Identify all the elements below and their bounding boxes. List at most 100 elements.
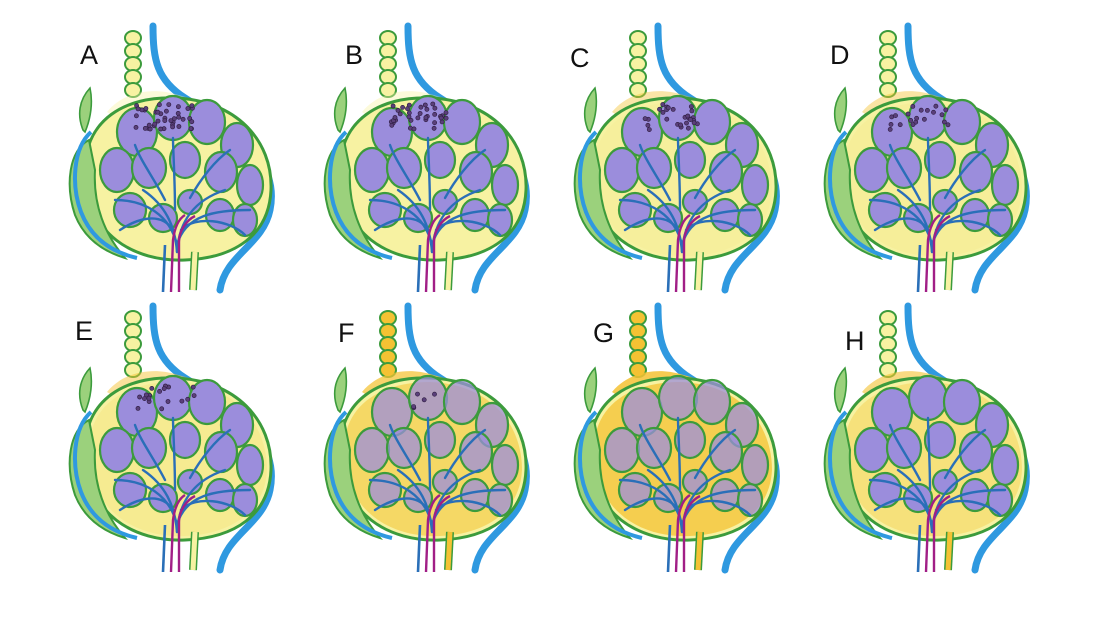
lymph-follicle	[431, 468, 459, 496]
tumor-cell	[170, 124, 175, 130]
blood-vessel	[623, 497, 680, 512]
tumor-cell	[415, 391, 420, 397]
tumor-cell	[175, 111, 181, 116]
tumor-cell	[664, 116, 670, 122]
lymph-follicle	[385, 146, 423, 190]
tumor-cell	[152, 121, 158, 127]
lymph-valve	[124, 336, 142, 352]
efferent-lymph-vessel	[445, 251, 453, 291]
blood-vessel	[693, 148, 737, 200]
tumor-cell	[939, 112, 945, 118]
lymph-follicle	[98, 146, 136, 194]
lymph-follicle	[442, 98, 482, 146]
lymph-follicle	[367, 471, 403, 509]
tumor-cell	[660, 102, 666, 107]
artery	[432, 214, 451, 292]
hilar-arteries	[424, 213, 451, 293]
tumor-cell	[166, 102, 172, 107]
lymph-follicle	[692, 378, 732, 426]
tumor-cell	[143, 106, 149, 111]
tumor-cell-cluster	[887, 103, 951, 132]
tumor-cell	[415, 115, 421, 121]
blood-vessel	[623, 217, 680, 232]
blood-vessel	[434, 219, 502, 237]
tumor-cell	[905, 111, 911, 117]
artery	[432, 494, 451, 572]
lymph-follicle	[736, 482, 764, 518]
blood-vessel	[118, 217, 175, 232]
tumor-cell	[438, 115, 444, 121]
lymph-valve	[879, 30, 897, 46]
tumor-cell	[888, 122, 894, 127]
tumor-cell	[443, 110, 449, 116]
lymph-valve	[379, 349, 397, 365]
blood-vessel	[171, 416, 177, 492]
tumor-cell	[432, 112, 438, 117]
tumor-cell	[945, 122, 951, 128]
blood-vessel	[373, 217, 430, 232]
tumor-cell	[390, 103, 396, 109]
left-blue-vessel	[328, 410, 393, 540]
lymph-follicle	[885, 146, 923, 190]
lymph-valve	[379, 30, 397, 46]
tumor-cell	[142, 126, 148, 131]
afferent-leaf	[333, 366, 348, 414]
lymph-follicle	[112, 191, 148, 229]
tumor-cell	[146, 122, 152, 128]
artery	[682, 214, 701, 292]
blood-vessel	[934, 219, 1002, 237]
panel-b: B	[300, 20, 550, 300]
tumor-cell	[400, 105, 405, 110]
left-blue-vessel	[828, 410, 893, 540]
lymph-follicle	[423, 140, 457, 180]
tumor-cell	[189, 119, 195, 125]
left-green-tissue	[68, 138, 129, 260]
tumor-cell	[941, 119, 947, 125]
tumor-cell	[392, 115, 398, 120]
blood-vessel	[943, 148, 987, 200]
lymph-follicle	[603, 146, 641, 194]
tumor-cell	[185, 396, 191, 402]
lymph-follicle	[736, 202, 764, 238]
tumor-cell-cluster	[642, 102, 700, 132]
tumor-cell	[180, 116, 186, 122]
tumor-cell	[389, 122, 395, 128]
lymph-valve	[629, 323, 647, 339]
tumor-cell	[162, 118, 168, 123]
panel-e: E	[45, 300, 295, 580]
lymph-valve	[629, 349, 647, 365]
tumor-cell	[691, 120, 697, 126]
lymph-valve	[124, 349, 142, 365]
hilar-arteries	[169, 213, 196, 293]
lymph-node-illustration-c	[573, 22, 780, 294]
hilar-vein	[416, 524, 422, 573]
hilar-arteries	[424, 493, 451, 573]
lymph-valve	[629, 43, 647, 59]
tumor-cell	[137, 394, 142, 400]
tumor-cell	[143, 392, 149, 398]
lymph-follicle	[235, 443, 265, 487]
panel-d-label: D	[830, 40, 850, 70]
panel-h: H	[800, 300, 1050, 580]
lymph-follicle	[740, 443, 770, 487]
blood-vessel	[943, 428, 987, 480]
efferent-lymph-vessel	[190, 531, 198, 571]
afferent-leaf	[78, 86, 93, 134]
tumor-cell	[933, 103, 939, 109]
tumor-cell	[395, 108, 401, 113]
blood-vessel	[188, 148, 232, 200]
left-blue-vessel	[73, 410, 138, 540]
lymph-valve	[879, 336, 897, 352]
lymph-follicle	[923, 420, 957, 460]
efferent-lymph-vessel	[190, 251, 198, 291]
hilar-vein	[666, 244, 672, 293]
efferent-lymph-vessel	[945, 251, 953, 291]
tumor-cell	[657, 106, 662, 112]
lymph-valve	[124, 56, 142, 72]
lymph-follicle	[385, 426, 423, 470]
artery	[924, 493, 941, 573]
lymph-node-illustration-b	[323, 22, 530, 294]
tumor-cell	[432, 105, 438, 111]
tumor-cell	[910, 122, 916, 127]
tumor-cell	[431, 125, 437, 131]
